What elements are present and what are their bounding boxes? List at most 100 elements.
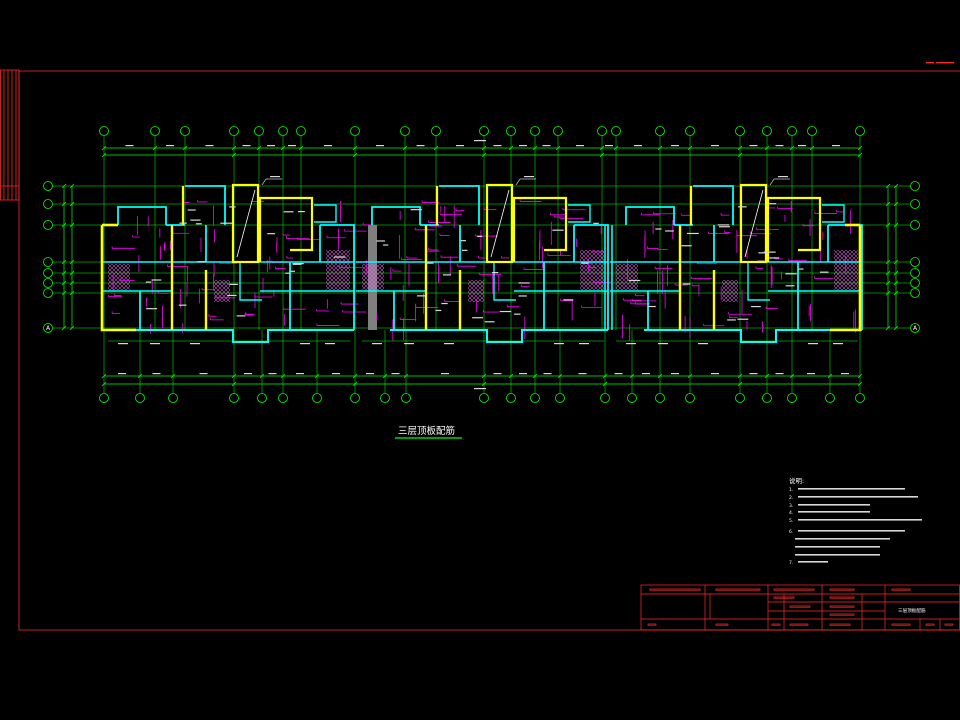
note-text-line	[798, 504, 870, 506]
hatch-area	[616, 264, 638, 290]
dimension-tick	[532, 373, 538, 379]
axis-bubble	[910, 323, 920, 333]
dimension-tick	[657, 145, 663, 151]
annotation-mark	[665, 230, 674, 232]
title-block-text-mark	[829, 623, 851, 626]
dimension-tick	[613, 145, 619, 151]
dimension-tick	[737, 373, 743, 379]
axis-bubble	[685, 126, 695, 136]
axis-bubble	[910, 288, 920, 298]
annotation-mark	[151, 279, 162, 281]
axis-bubble	[530, 393, 540, 403]
dimension-tick	[599, 145, 605, 151]
dimension-text-mark	[698, 343, 708, 345]
dimension-text-mark	[775, 373, 784, 375]
dimension-tick	[101, 152, 107, 158]
wall-segment	[239, 262, 262, 301]
dimension-text-mark	[642, 373, 650, 375]
annotation-mark	[682, 283, 691, 285]
dimension-text-mark	[832, 145, 840, 147]
axis-bubble	[400, 126, 410, 136]
annotation-mark	[289, 270, 296, 272]
axis-bubble	[787, 393, 797, 403]
note-text-line	[795, 546, 880, 548]
axis-bubble	[401, 393, 411, 403]
axis-bubble	[99, 126, 109, 136]
dimension-text-mark	[366, 373, 374, 375]
axis-bubble	[257, 393, 267, 403]
annotation-mark	[514, 313, 521, 315]
annotation-mark	[267, 233, 276, 235]
note-text-line	[798, 530, 905, 532]
hatch-area	[362, 264, 384, 290]
dimension-text-mark	[404, 343, 414, 345]
dimension-tick	[61, 259, 67, 265]
dimension-tick	[657, 373, 663, 379]
annotation-mark	[499, 310, 512, 313]
annotation-mark	[220, 222, 233, 224]
dimension-tick	[885, 183, 891, 189]
axis-bubble	[43, 220, 53, 230]
annotation-mark	[333, 256, 346, 258]
elevation-text-mark	[524, 176, 534, 178]
dimension-tick	[893, 259, 899, 265]
axis-bubble	[350, 393, 360, 403]
dimension-tick	[137, 373, 143, 379]
title-block-text-mark	[649, 588, 701, 591]
title-block-drawing-name: 三层顶板配筋	[898, 607, 926, 614]
dimension-text-mark	[579, 343, 589, 345]
dimension-tick	[481, 373, 487, 379]
dimension-text-mark	[324, 145, 332, 147]
dimension-text-mark	[325, 343, 335, 345]
axis-bubble	[655, 126, 665, 136]
annotation-mark	[285, 272, 291, 274]
dimension-tick	[885, 290, 891, 296]
dimension-tick	[101, 373, 107, 379]
dimension-tick	[280, 145, 286, 151]
axis-bubble	[150, 126, 160, 136]
annotation-mark	[145, 281, 152, 283]
dimension-text-mark	[671, 373, 679, 375]
dimension-tick	[532, 145, 538, 151]
dimension-tick	[170, 373, 176, 379]
axis-bubble	[735, 393, 745, 403]
wall-segment	[574, 224, 609, 330]
floor-plan	[100, 176, 863, 345]
dimension-tick	[61, 290, 67, 296]
annotation-mark	[190, 219, 201, 221]
annotation-mark	[628, 279, 641, 282]
dimension-text-mark	[125, 145, 134, 147]
dimension-text-mark	[833, 343, 843, 345]
dimension-text-mark	[332, 373, 340, 375]
wall-segment	[766, 196, 822, 262]
axis-bubble	[530, 126, 540, 136]
note-text-line	[795, 538, 890, 540]
dimension-tick	[69, 325, 75, 331]
axis-bubble	[99, 393, 109, 403]
dimension-text-mark	[376, 145, 384, 147]
annotation-mark	[758, 252, 768, 254]
annotation-mark	[757, 260, 765, 262]
elevation-leader	[261, 178, 267, 186]
annotation-mark	[229, 283, 238, 285]
dimension-tick	[885, 270, 891, 276]
axis-bubble	[762, 393, 772, 403]
dimension-tick	[61, 270, 67, 276]
annotation-mark	[283, 211, 294, 213]
axis-bubble	[43, 278, 53, 288]
title-block-text-mark	[771, 623, 781, 626]
hatch-area	[214, 280, 230, 302]
title-block: 三层顶板配筋	[640, 584, 960, 631]
wall-segment	[320, 224, 355, 330]
note-number: 4.	[789, 510, 793, 516]
axis-bubble	[431, 126, 441, 136]
annotation-mark	[197, 261, 206, 263]
dimension-tick	[231, 373, 237, 379]
annotation-mark	[146, 308, 158, 310]
dimension-tick	[69, 183, 75, 189]
dimension-tick	[481, 145, 487, 151]
dimension-tick	[893, 290, 899, 296]
dimension-tick	[61, 201, 67, 207]
axis-bubble	[627, 393, 637, 403]
